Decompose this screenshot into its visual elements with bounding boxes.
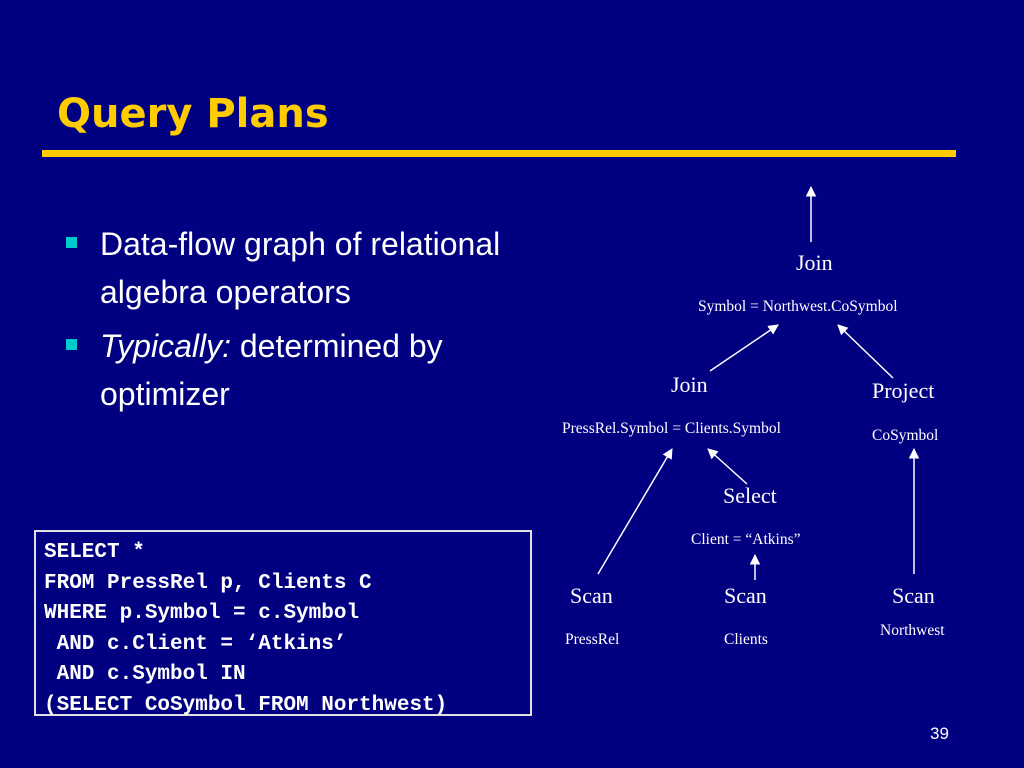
select-condition: Client = “Atkins”	[691, 531, 801, 548]
sql-line: FROM PressRel p, Clients C	[44, 571, 372, 595]
inner-join-op: Join	[671, 372, 708, 397]
scan-northwest-op: Scan	[892, 583, 935, 608]
edge-select-to-join-arrow	[707, 448, 748, 485]
edge-join-to-join-arrow	[709, 324, 779, 372]
bullet-item: Data-flow graph of relational algebra op…	[62, 220, 542, 316]
project-op: Project	[872, 378, 935, 403]
edge-project-to-join-arrow	[837, 324, 894, 379]
title-underline	[42, 150, 956, 157]
top-join-op: Join	[796, 250, 833, 275]
sql-line: WHERE p.Symbol = c.Symbol	[44, 602, 360, 625]
sql-line: SELECT *	[44, 541, 145, 564]
bullet-item: Typically: determined by optimizer	[62, 322, 542, 418]
sql-line: (SELECT CoSymbol FROM Northwest)	[44, 693, 448, 717]
inner-join-condition: PressRel.Symbol = Clients.Symbol	[562, 420, 781, 437]
scan-northwest-table: Northwest	[880, 622, 945, 639]
slide-title: Query Plans	[57, 91, 329, 137]
bullet-text: Data-flow graph of relational algebra op…	[100, 226, 501, 310]
project-columns: CoSymbol	[872, 427, 939, 444]
scan-pressrel-table: PressRel	[565, 631, 620, 648]
top-join-condition: Symbol = Northwest.CoSymbol	[698, 298, 898, 315]
bullet-text: determined by optimizer	[100, 328, 443, 412]
select-op: Select	[723, 483, 777, 508]
scan-clients-table: Clients	[724, 631, 768, 648]
bullet-list: Data-flow graph of relational algebra op…	[62, 220, 542, 424]
page-number: 39	[930, 724, 949, 743]
sql-line: AND c.Client = ‘Atkins’	[44, 632, 347, 656]
edge-scan-pressrel-arrow	[597, 448, 673, 575]
scan-pressrel-op: Scan	[570, 583, 613, 608]
square-bullet-icon	[66, 339, 77, 350]
square-bullet-icon	[66, 237, 77, 248]
scan-clients-op: Scan	[724, 583, 767, 608]
sql-line: AND c.Symbol IN	[44, 663, 246, 686]
sql-query-box: SELECT * FROM PressRel p, Clients C WHER…	[34, 530, 532, 717]
bullet-italic-prefix: Typically:	[100, 328, 231, 364]
